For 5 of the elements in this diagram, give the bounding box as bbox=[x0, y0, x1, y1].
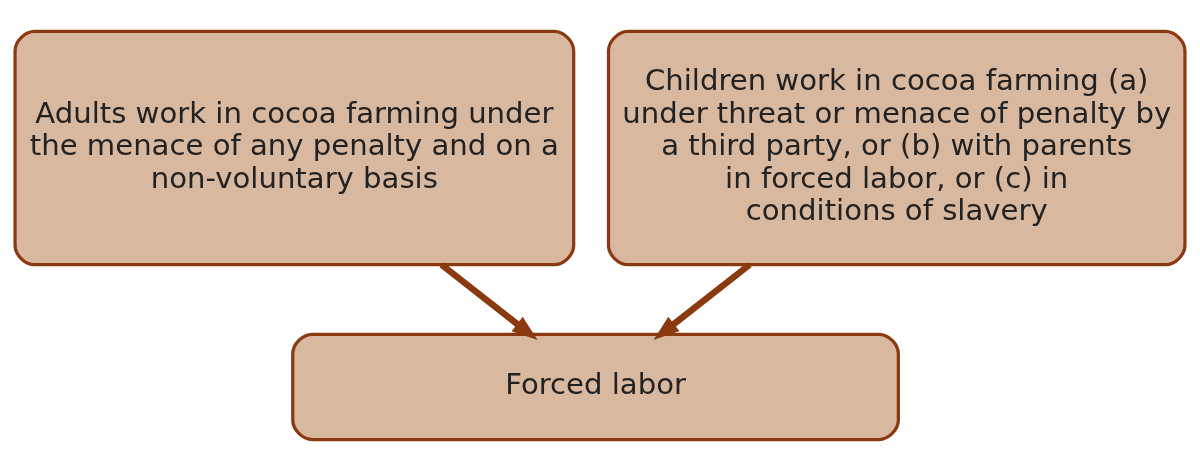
node-box: Adults work in cocoa farming under the menace of any penalty and on a non-voluntary basis bbox=[13, 29, 576, 266]
arrow bbox=[653, 261, 752, 340]
arrow bbox=[439, 261, 538, 340]
node-box: Forced labor bbox=[291, 332, 900, 441]
node-box: Children work in cocoa farming (a) under threat or menace of penalty by a third party, or (b) with parents in forced labor, or (c) in conditions of slavery bbox=[606, 29, 1187, 266]
